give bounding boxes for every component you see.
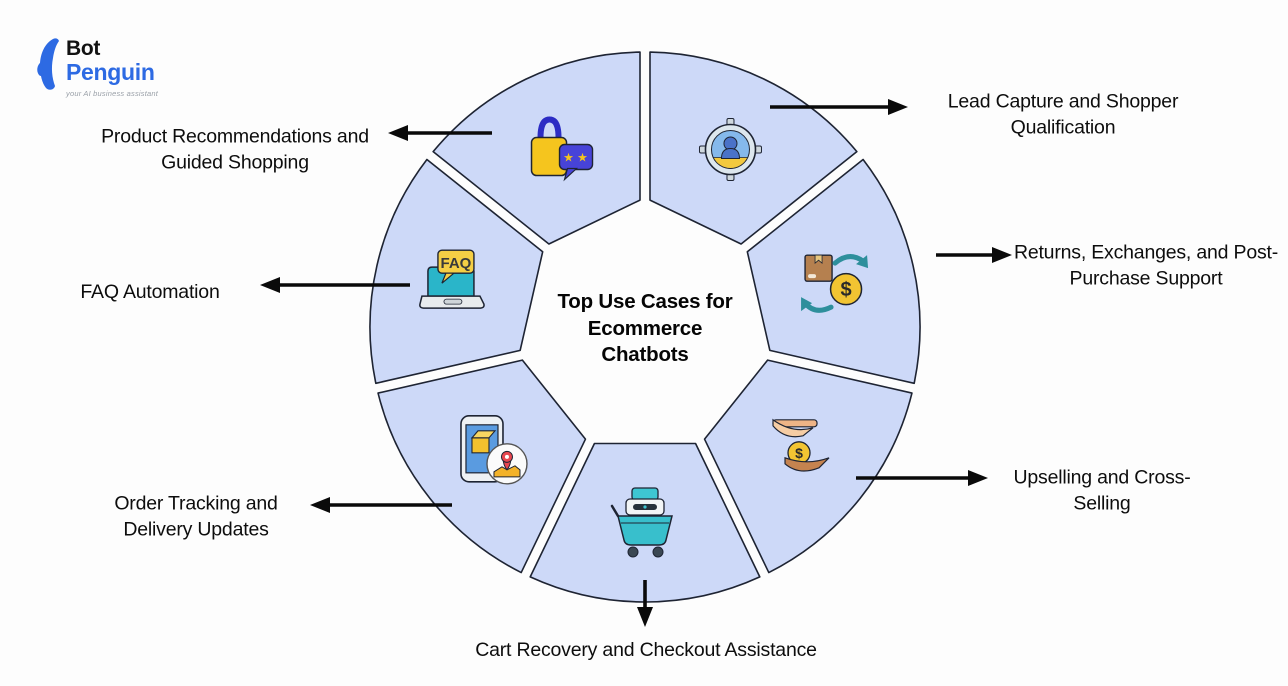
segment-label-lead-capture: Lead Capture and Shopper Qualification [947, 90, 1179, 139]
arrow-order-tracking [310, 497, 452, 513]
segment-label-returns: Returns, Exchanges, and Post-Purchase Su… [1013, 241, 1279, 290]
laptop-faq-icon: FAQ [419, 249, 485, 309]
arrow-lead-capture [770, 99, 908, 115]
arrow-cart-recovery [637, 580, 653, 627]
arrow-product-recommendations [388, 125, 492, 141]
svg-text:★: ★ [563, 151, 574, 165]
box-dollar-exchange-icon: $ [801, 254, 869, 313]
shopping-cart-icon [610, 487, 673, 558]
segment-label-cart-recovery: Cart Recovery and Checkout Assistance [475, 638, 817, 661]
phone-package-tracking-icon [460, 415, 528, 485]
arrow-upselling [856, 470, 988, 486]
segment-wedge-returns [746, 158, 921, 385]
botpenguin-logo: Bot Penguin your AI business assistant [35, 38, 158, 98]
segment-label-faq-automation: FAQ Automation [80, 280, 220, 303]
shopping-bag-reviews-icon: ★ ★ [530, 116, 594, 182]
svg-text:★: ★ [577, 151, 588, 165]
segment-label-product-recommendations: Product Recommendations and Guided Shopp… [101, 125, 369, 174]
segment-label-order-tracking: Order Tracking and Delivery Updates [114, 492, 278, 541]
penguin-icon [37, 38, 59, 90]
diagram-center-title: Top Use Cases for Ecommerce Chatbots [557, 290, 733, 367]
svg-text:$: $ [795, 445, 803, 461]
lead-target-icon [698, 118, 762, 182]
logo-text-penguin: Penguin [66, 59, 155, 85]
logo-tagline: your AI business assistant [66, 89, 159, 98]
hand-coin-icon: $ [772, 418, 830, 472]
segment-label-upselling: Upselling and Cross-Selling [1013, 466, 1191, 515]
logo-text-bot: Bot [66, 37, 101, 60]
arrow-faq-automation [260, 277, 410, 293]
arrow-returns [936, 247, 1012, 263]
svg-text:$: $ [840, 279, 851, 301]
svg-text:FAQ: FAQ [441, 255, 472, 272]
